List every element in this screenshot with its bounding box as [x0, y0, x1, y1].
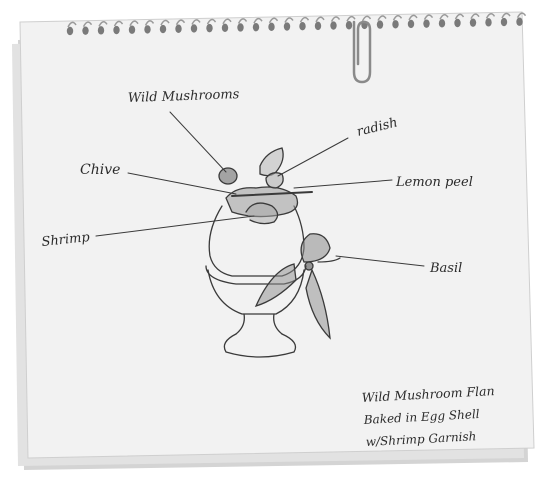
binding-hole: [408, 20, 414, 28]
binding-hole: [253, 23, 259, 31]
binding-hole: [315, 22, 321, 30]
binding-hole: [98, 26, 104, 34]
binding-hole: [516, 18, 522, 26]
binding-hole: [268, 23, 274, 31]
binding-hole: [222, 24, 228, 32]
binding-hole: [377, 20, 383, 28]
binding-hole: [392, 20, 398, 28]
binding-hole: [501, 18, 507, 26]
binding-hole: [160, 25, 166, 33]
binding-hole: [175, 25, 181, 33]
binding-hole: [346, 21, 352, 29]
binding-hole: [237, 23, 243, 31]
shrimp-garnish: [246, 203, 278, 224]
binding-hole: [144, 25, 150, 33]
label-lemon-peel: Lemon peel: [395, 175, 473, 190]
binding-hole: [423, 19, 429, 27]
caption-block: Wild Mushroom Flan Baked in Egg Shell w/…: [361, 383, 495, 449]
binding-hole: [485, 18, 491, 26]
binding-hole: [191, 24, 197, 32]
binding-hole: [470, 18, 476, 26]
binding-hole: [206, 24, 212, 32]
label-basil: Basil: [429, 261, 462, 276]
binding-hole: [454, 19, 460, 27]
binding-hole: [67, 27, 73, 35]
binding-hole: [439, 19, 445, 27]
binding-hole: [284, 22, 290, 30]
binding-hole: [129, 26, 135, 34]
binding-hole: [82, 26, 88, 34]
mushroom-garnish: [219, 168, 237, 184]
label-chive: Chive: [80, 162, 120, 178]
binding-hole: [113, 26, 119, 34]
binding-hole: [330, 21, 336, 29]
binding-hole: [299, 22, 305, 30]
